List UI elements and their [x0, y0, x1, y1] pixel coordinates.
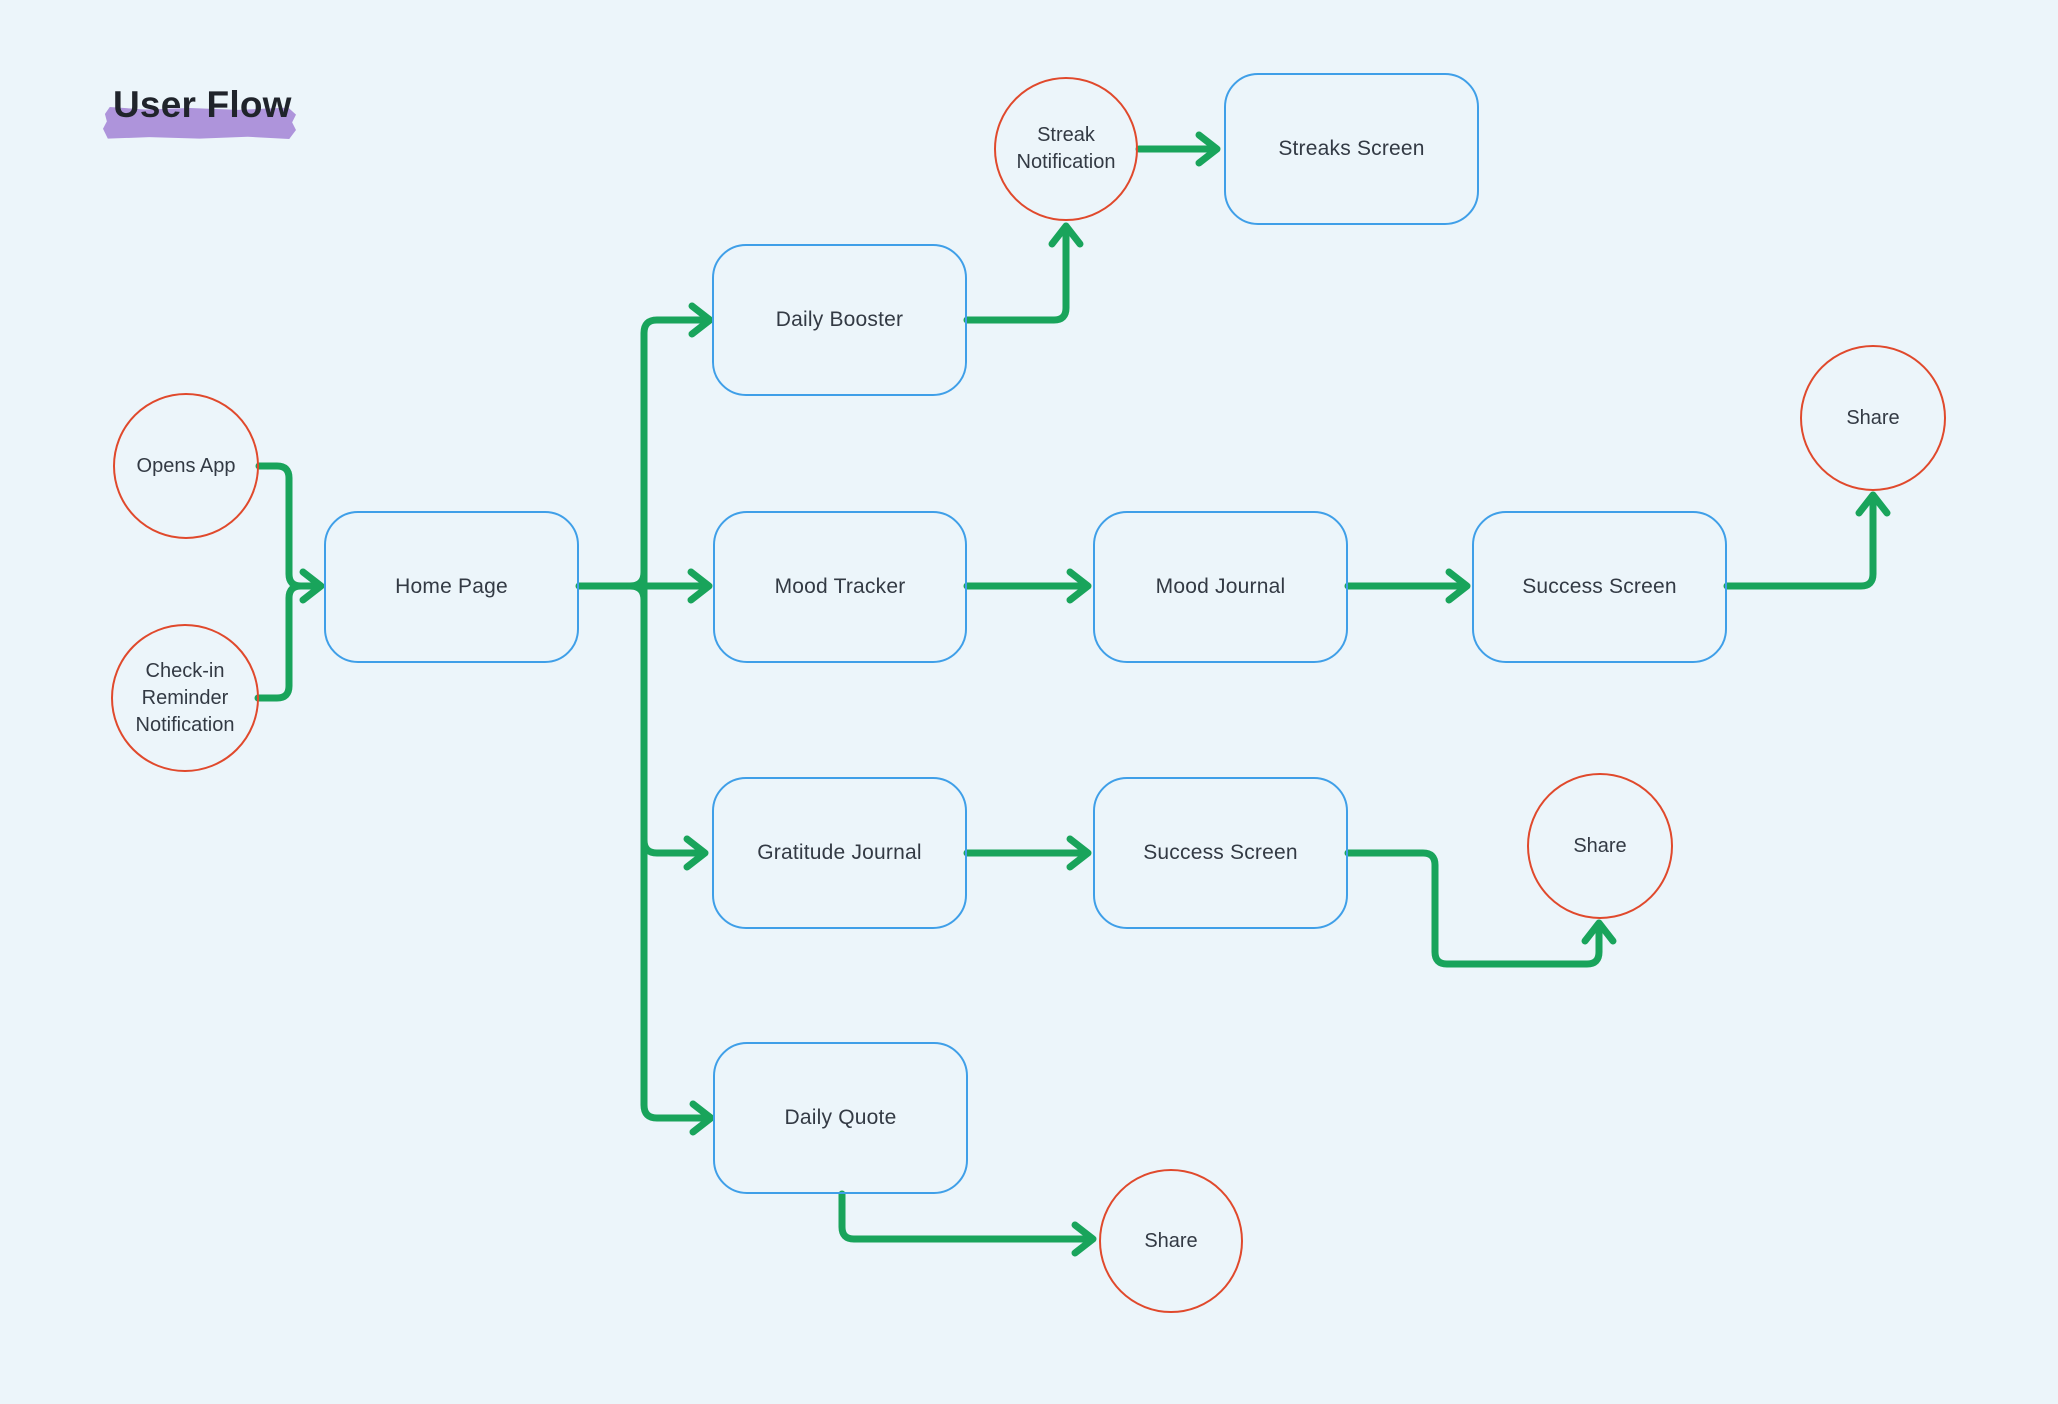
- node-streak-notification-label: Streak Notification: [1016, 124, 1116, 173]
- connector-success-screen-to-share-mood: [1723, 495, 1877, 590]
- node-share-mood[interactable]: Share: [1800, 345, 1946, 491]
- node-share-mood-label: Share: [1846, 406, 1900, 429]
- arrowhead-into-share-mood: [1855, 491, 1891, 517]
- arrowhead-into-streaks-screen: [1195, 131, 1221, 167]
- node-opens-app[interactable]: Opens App: [113, 393, 259, 539]
- connector-opens-app-to-home-page: [255, 462, 321, 590]
- arrowhead-into-share-quote: [1071, 1221, 1097, 1257]
- connector-home-page-trunk: [640, 316, 711, 1122]
- node-daily-quote-label: Daily Quote: [784, 1106, 897, 1129]
- node-streaks-screen-label: Streaks Screen: [1278, 137, 1425, 160]
- node-opens-app-label: Opens App: [136, 454, 236, 477]
- node-streak-notification[interactable]: Streak Notification: [994, 77, 1138, 221]
- node-gratitude-journal[interactable]: Gratitude Journal: [712, 777, 967, 929]
- arrowhead-into-share-gratitude: [1581, 919, 1617, 945]
- title-block: User Flow: [103, 84, 343, 144]
- node-share-quote[interactable]: Share: [1099, 1169, 1243, 1313]
- node-mood-journal-label: Mood Journal: [1155, 575, 1286, 598]
- node-daily-booster[interactable]: Daily Booster: [712, 244, 967, 396]
- node-mood-tracker[interactable]: Mood Tracker: [713, 511, 967, 663]
- node-checkin-reminder[interactable]: Check-in Reminder Notification: [111, 624, 259, 772]
- node-mood-journal[interactable]: Mood Journal: [1093, 511, 1348, 663]
- page-title: User Flow: [113, 84, 292, 125]
- node-success-screen-gratitude-label: Success Screen: [1143, 841, 1298, 864]
- node-streaks-screen[interactable]: Streaks Screen: [1224, 73, 1479, 225]
- node-success-screen-mood[interactable]: Success Screen: [1472, 511, 1727, 663]
- connector-daily-quote-to-share-quote: [838, 1190, 1093, 1243]
- connector-checkin-reminder-to-home-page: [254, 582, 321, 702]
- node-share-gratitude-label: Share: [1573, 834, 1627, 857]
- node-gratitude-journal-label: Gratitude Journal: [757, 841, 922, 864]
- node-home-page[interactable]: Home Page: [324, 511, 579, 663]
- arrowhead-into-success-screen-mood: [1445, 568, 1471, 604]
- node-success-screen-mood-label: Success Screen: [1522, 575, 1677, 598]
- arrowhead-into-success-screen-gratitude: [1066, 835, 1092, 871]
- connector-success-screen-to-share-gratitude: [1344, 849, 1603, 968]
- node-daily-quote[interactable]: Daily Quote: [713, 1042, 968, 1194]
- arrowhead-into-streak-notification: [1048, 222, 1084, 248]
- arrowhead-into-daily-booster: [688, 302, 714, 338]
- connector-home-page-to-gratitude-journal: [640, 836, 705, 857]
- arrowhead-into-mood-tracker: [687, 568, 713, 604]
- arrowhead-into-home-page: [299, 568, 325, 604]
- node-home-page-label: Home Page: [395, 575, 508, 598]
- arrowhead-into-gratitude-journal: [683, 835, 709, 871]
- node-daily-booster-label: Daily Booster: [775, 308, 904, 331]
- arrowhead-into-mood-journal: [1066, 568, 1092, 604]
- arrowhead-into-daily-quote: [689, 1100, 715, 1136]
- node-share-gratitude[interactable]: Share: [1527, 773, 1673, 919]
- node-success-screen-gratitude[interactable]: Success Screen: [1093, 777, 1348, 929]
- node-share-quote-label: Share: [1144, 1229, 1198, 1252]
- node-checkin-reminder-label: Check-in Reminder Notification: [135, 659, 235, 736]
- title-highlight-marker: [103, 107, 296, 139]
- connector-daily-booster-to-streak-notification: [963, 226, 1070, 324]
- node-mood-tracker-label: Mood Tracker: [774, 575, 906, 598]
